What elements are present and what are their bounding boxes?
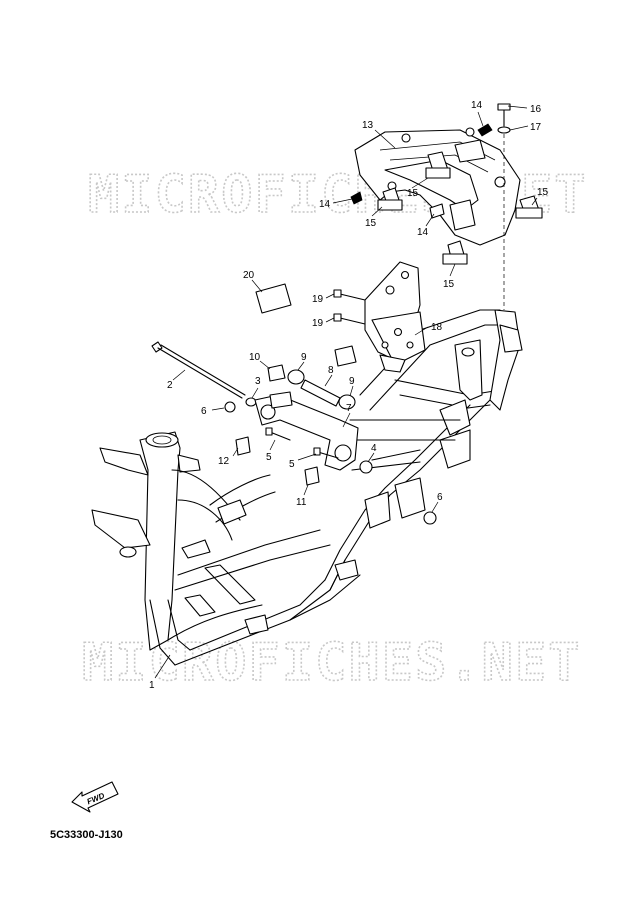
callout-12: 12: [218, 456, 230, 467]
rubber-mount-15b: [377, 187, 403, 211]
clip-14a: [477, 123, 493, 137]
callout-6b: 6: [437, 492, 443, 503]
washer-17: [497, 126, 511, 134]
bolt-19a: [333, 289, 366, 301]
callout-6a: 6: [201, 406, 207, 417]
nut-4: [359, 460, 373, 474]
callout-8: 8: [328, 365, 334, 376]
bolt-5b: [313, 447, 339, 459]
callout-18: 18: [431, 322, 443, 333]
callout-15d: 15: [443, 279, 455, 290]
stopper-11: [304, 466, 320, 486]
callouts: 1 2 3 4 5 5 6 6 7 8 9 9 10 11 12 13 14 1…: [149, 100, 549, 691]
bolt-19b: [333, 313, 366, 325]
callout-15c: 15: [537, 187, 549, 198]
damper-9b: [338, 394, 356, 410]
clip-14b: [350, 191, 363, 205]
stopper-10: [267, 364, 286, 382]
rear-carrier: [354, 127, 521, 246]
rubber-mount-15d: [442, 240, 468, 265]
leader-lines: [154, 105, 538, 679]
callout-1: 1: [149, 680, 155, 691]
callout-11: 11: [296, 497, 307, 508]
damper-9a: [287, 369, 305, 385]
nut-6b: [423, 511, 437, 525]
collar-3: [245, 397, 257, 407]
bolt-5a: [265, 427, 291, 441]
pipe-8: [300, 379, 341, 407]
fwd-arrow-icon: FWD: [71, 781, 119, 813]
callout-7: 7: [346, 403, 352, 414]
callout-16: 16: [530, 104, 542, 115]
bolt-16: [497, 103, 511, 127]
long-bolt-2: [151, 341, 246, 399]
callout-14c: 14: [417, 227, 429, 238]
callout-5a: 5: [266, 452, 272, 463]
callout-5b: 5: [289, 459, 295, 470]
callout-14b: 14: [471, 100, 483, 111]
callout-19a: 19: [312, 294, 324, 305]
engine-link-7: [254, 391, 359, 471]
callout-2: 2: [167, 380, 173, 391]
nut-6a: [224, 401, 236, 413]
label-plate-20: [255, 283, 292, 314]
callout-9a: 9: [301, 352, 307, 363]
stopper-upper: [334, 345, 357, 367]
main-frame: [91, 309, 523, 666]
engine-mount-bracket: [364, 261, 426, 373]
rubber-mount-15a: [425, 151, 451, 179]
callout-19b: 19: [312, 318, 324, 329]
callout-17: 17: [530, 122, 542, 133]
callout-9b: 9: [349, 376, 355, 387]
callout-13: 13: [362, 120, 374, 131]
callout-14a: 14: [319, 199, 331, 210]
callout-15b: 15: [365, 218, 377, 229]
callout-4: 4: [371, 443, 377, 454]
callout-15a: 15: [407, 188, 419, 199]
stopper-12: [235, 436, 251, 456]
drawing-code: 5C33300-J130: [50, 829, 123, 841]
callout-20: 20: [243, 270, 255, 281]
callout-3: 3: [255, 376, 261, 387]
callout-10: 10: [249, 352, 261, 363]
